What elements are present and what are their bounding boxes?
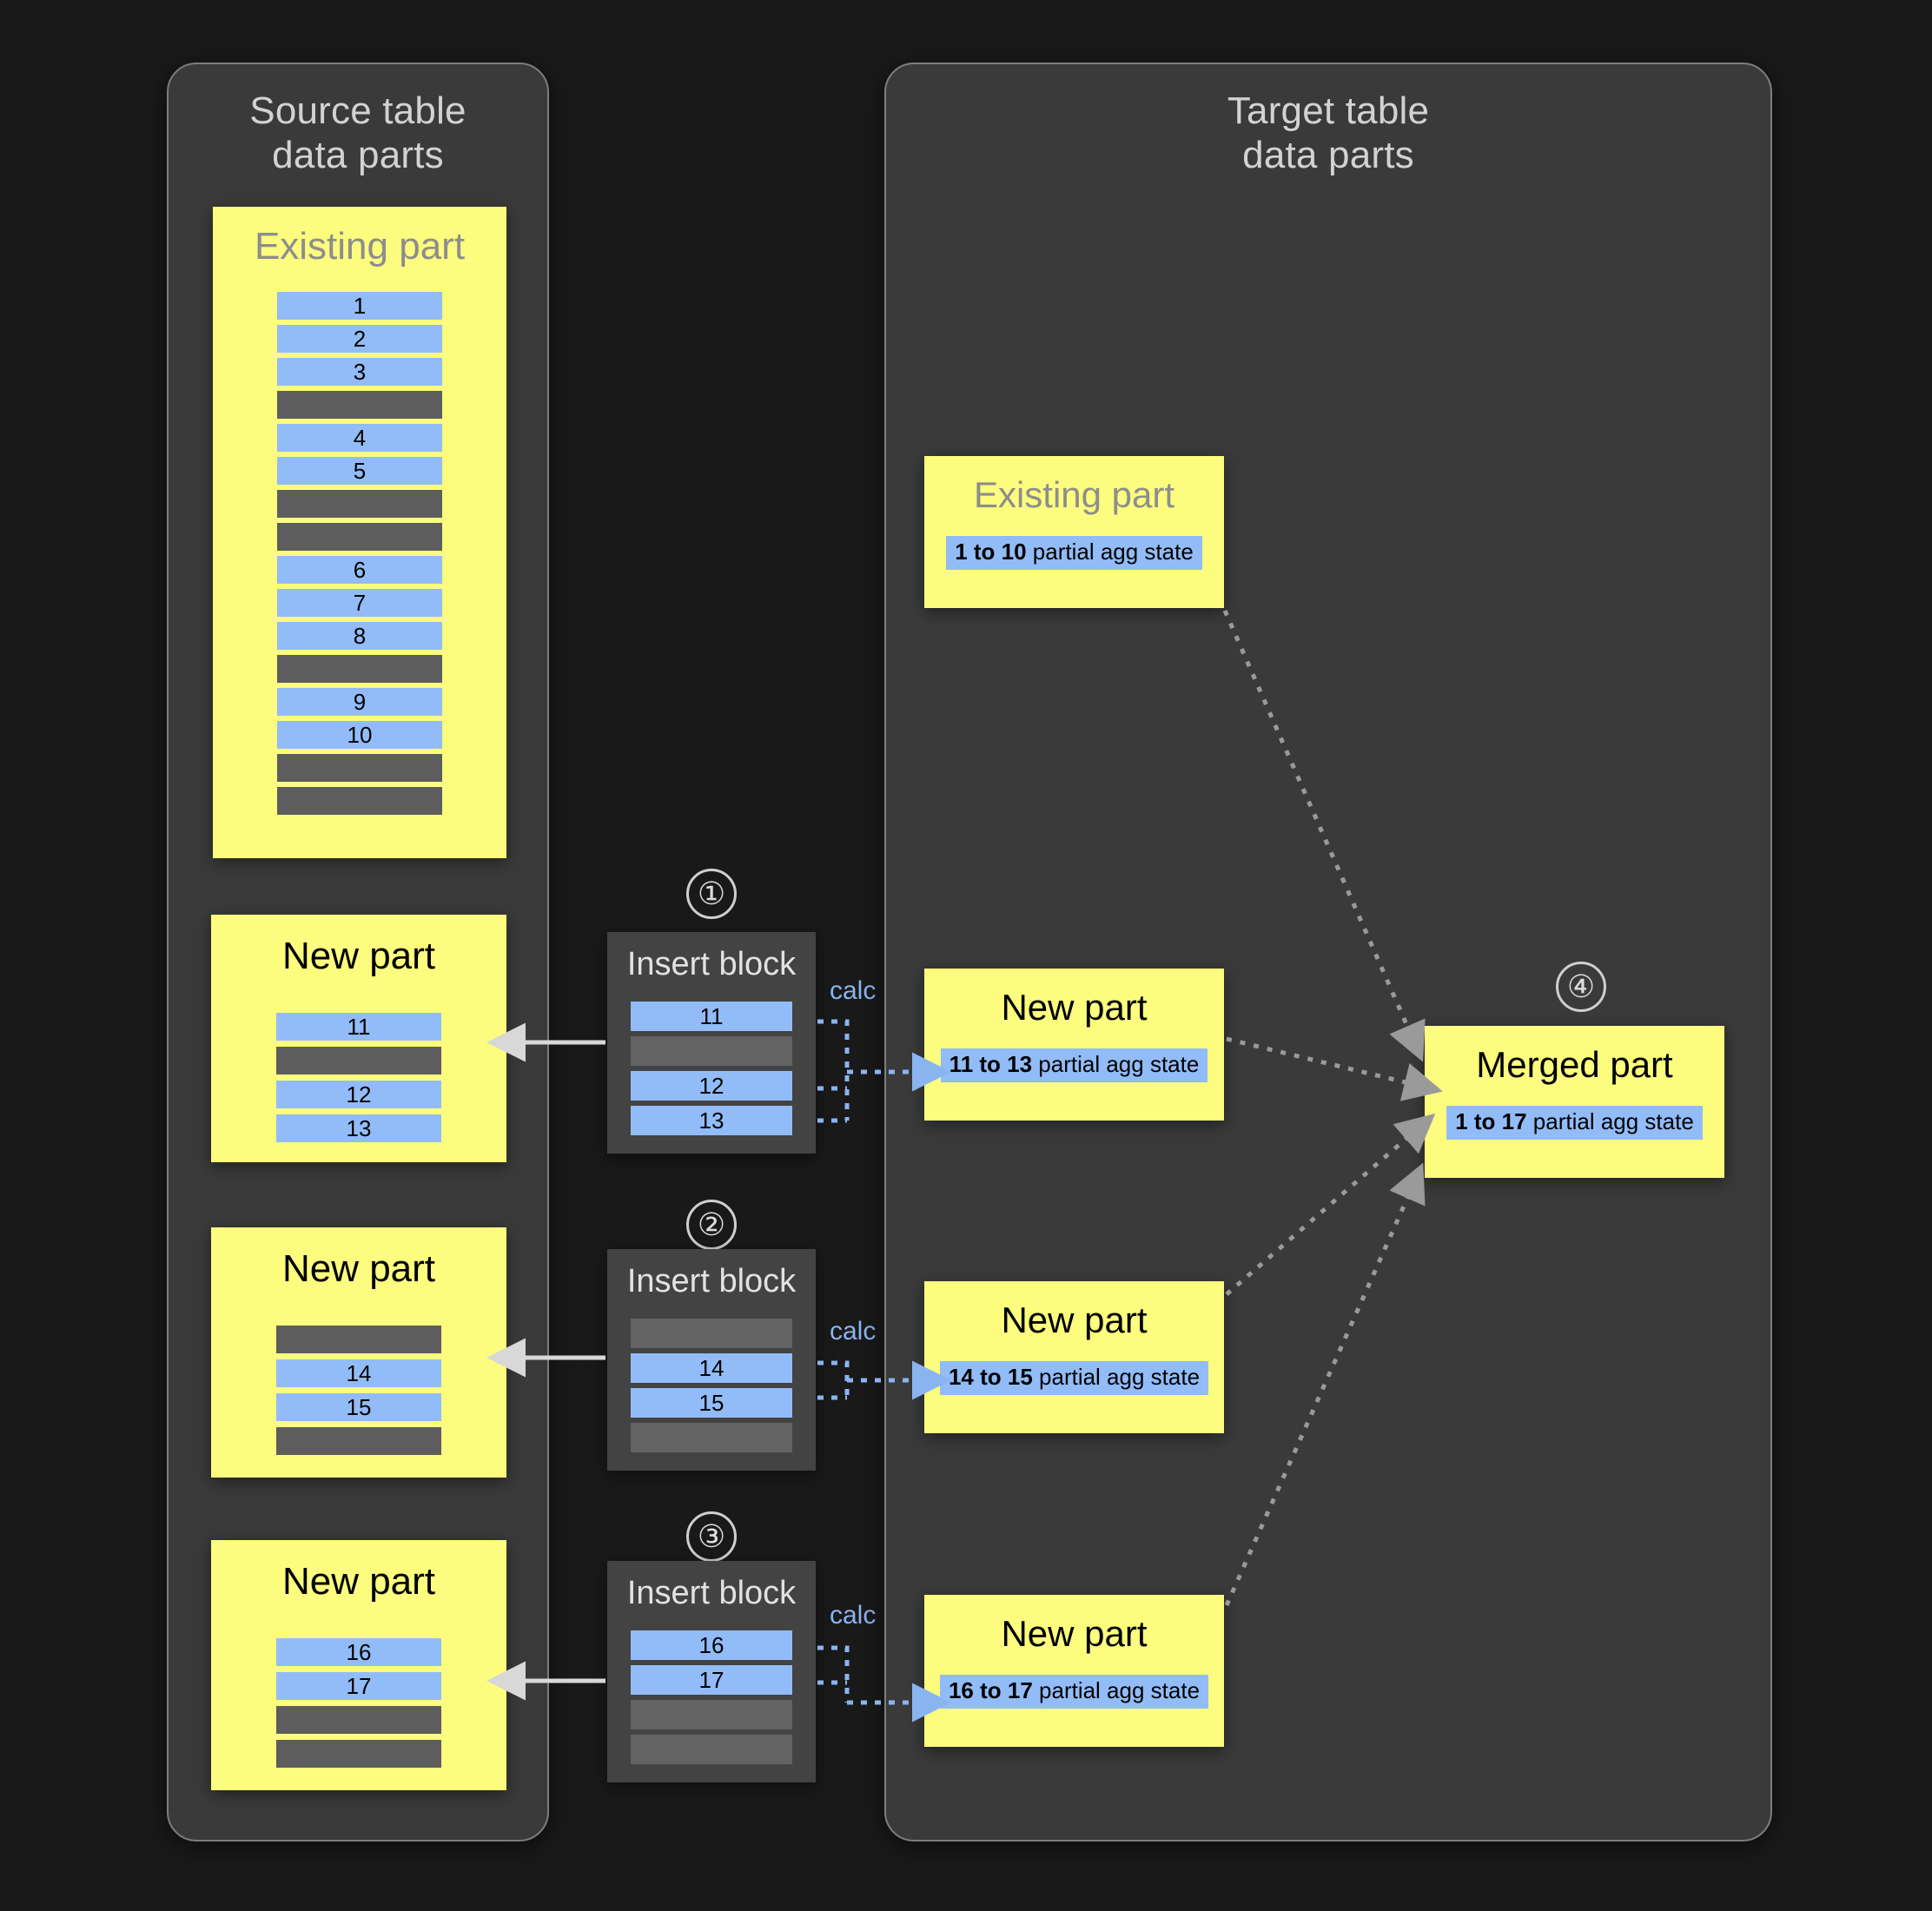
source-new-part-3-title: New part (281, 1560, 436, 1603)
target-new-part-3: New part 16 to 17 partial agg state (924, 1595, 1224, 1747)
data-row-value: 3 (277, 358, 442, 386)
data-row-value: 10 (277, 721, 442, 749)
target-new-part-2-agg: 14 to 15 partial agg state (939, 1361, 1209, 1395)
target-new-part-1-title: New part (1001, 987, 1148, 1028)
data-row-value: 17 (276, 1672, 441, 1700)
data-row-value: 15 (276, 1393, 441, 1421)
data-row-value: 11 (631, 1002, 792, 1031)
data-row-empty (277, 391, 442, 419)
insert-block-1: Insert block 11 12 13 (607, 932, 816, 1154)
step-badge-3: ③ (686, 1511, 737, 1562)
data-row-value: 17 (631, 1665, 792, 1695)
target-existing-part-agg: 1 to 10 partial agg state (946, 536, 1202, 570)
target-existing-part-title: Existing part (973, 474, 1175, 515)
step-badge-2: ② (686, 1200, 737, 1250)
data-row-value: 9 (277, 688, 442, 716)
data-row-value: 14 (276, 1359, 441, 1387)
step-badge-1: ① (686, 869, 737, 919)
target-table-title: Target table data parts (1227, 89, 1430, 177)
data-row-empty (277, 754, 442, 782)
insert-block-1-rows: 11 12 13 (631, 1002, 792, 1135)
data-row-value: 5 (277, 457, 442, 485)
data-row-value: 16 (276, 1638, 441, 1666)
data-row-empty (277, 490, 442, 518)
data-row-value: 12 (631, 1071, 792, 1101)
data-row-value: 15 (631, 1388, 792, 1418)
agg-range: 1 to 17 (1455, 1108, 1527, 1134)
data-row-empty (631, 1036, 792, 1066)
agg-suffix: partial agg state (1032, 1051, 1200, 1077)
data-row-empty (276, 1706, 441, 1734)
data-row-empty (631, 1735, 792, 1764)
agg-suffix: partial agg state (1026, 539, 1194, 565)
data-row-value: 2 (277, 325, 442, 353)
data-row-empty (631, 1319, 792, 1348)
agg-range: 11 to 13 (949, 1051, 1033, 1077)
calc-label-1: calc (830, 976, 877, 1005)
source-new-part-1-title: New part (281, 935, 436, 977)
data-row-value: 13 (276, 1114, 441, 1142)
data-row-value: 1 (277, 292, 442, 320)
data-row-value: 4 (277, 424, 442, 452)
data-row-value: 12 (276, 1081, 441, 1108)
insert-block-1-title: Insert block (626, 946, 797, 982)
insert-block-2-title: Insert block (626, 1263, 797, 1299)
target-table-panel: Target table data parts (884, 63, 1772, 1842)
source-existing-part-rows: 1 2 3 4 5 6 7 8 9 10 (277, 292, 442, 815)
source-existing-part: Existing part 1 2 3 4 5 6 7 8 9 10 (213, 207, 506, 858)
data-row-empty (631, 1700, 792, 1729)
data-row-empty (277, 787, 442, 815)
calc-label-3: calc (830, 1601, 877, 1630)
insert-block-3-title: Insert block (626, 1575, 797, 1611)
target-existing-part: Existing part 1 to 10 partial agg state (924, 456, 1224, 608)
data-row-value: 13 (631, 1106, 792, 1135)
data-row-empty (277, 655, 442, 683)
target-new-part-1-agg: 11 to 13 partial agg state (940, 1048, 1208, 1082)
merged-part-agg: 1 to 17 partial agg state (1446, 1106, 1703, 1140)
merged-part-title: Merged part (1476, 1044, 1673, 1085)
calc-label-2: calc (830, 1317, 877, 1346)
data-row-value: 16 (631, 1630, 792, 1660)
target-new-part-1: New part 11 to 13 partial agg state (924, 969, 1224, 1121)
source-new-part-1-rows: 11 12 13 (276, 1013, 441, 1142)
agg-suffix: partial agg state (1032, 1364, 1201, 1390)
source-new-part-1: New part 11 12 13 (211, 915, 506, 1162)
agg-suffix: partial agg state (1032, 1677, 1201, 1703)
agg-suffix: partial agg state (1526, 1108, 1694, 1134)
source-existing-part-title: Existing part (254, 225, 466, 268)
data-row-value: 8 (277, 622, 442, 650)
data-row-empty (276, 1427, 441, 1455)
agg-range: 14 to 15 (948, 1364, 1033, 1390)
step-badge-4: ④ (1556, 962, 1606, 1012)
agg-range: 1 to 10 (955, 539, 1027, 565)
target-new-part-3-agg: 16 to 17 partial agg state (939, 1675, 1209, 1709)
data-row-empty (276, 1326, 441, 1353)
data-row-empty (277, 523, 442, 551)
data-row-value: 11 (276, 1013, 441, 1041)
target-new-part-2-title: New part (1001, 1299, 1148, 1340)
source-new-part-2-title: New part (281, 1247, 436, 1290)
source-table-title: Source table data parts (249, 89, 466, 177)
agg-range: 16 to 17 (948, 1677, 1033, 1703)
target-new-part-3-title: New part (1001, 1613, 1148, 1654)
data-row-value: 7 (277, 589, 442, 617)
data-row-empty (631, 1423, 792, 1452)
merged-part: Merged part 1 to 17 partial agg state (1425, 1026, 1724, 1178)
data-row-value: 14 (631, 1353, 792, 1383)
data-row-empty (276, 1740, 441, 1768)
target-new-part-2: New part 14 to 15 partial agg state (924, 1281, 1224, 1433)
data-row-empty (276, 1047, 441, 1075)
data-row-value: 6 (277, 556, 442, 584)
